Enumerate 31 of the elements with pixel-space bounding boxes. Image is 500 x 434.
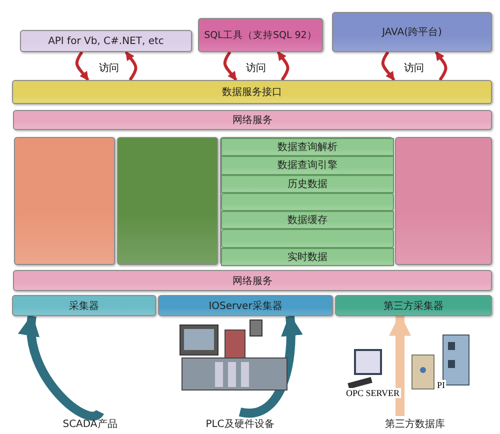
collector-box: 采集器 — [12, 295, 156, 316]
network-bar: 网络服务 — [13, 110, 492, 130]
arrow — [389, 314, 411, 416]
table-row — [221, 229, 394, 248]
caption-text: PLC及硬件设备 — [190, 416, 290, 432]
table-row — [221, 192, 394, 212]
edge-label: 访问 — [98, 61, 120, 75]
table-row: 实时数据 — [221, 248, 394, 266]
edge-label: 访问 — [403, 61, 425, 75]
module-panel — [220, 137, 393, 265]
module-box — [395, 137, 492, 265]
collector-box: IOServer采集器 — [158, 295, 333, 316]
caption-text: SCADA产品 — [50, 416, 130, 432]
arrow — [239, 314, 302, 418]
table-row: 数据查询解析 — [221, 138, 394, 156]
table-row: 数据查询引擎 — [221, 156, 394, 175]
java-box: JAVA(跨平台) — [332, 12, 492, 52]
table-row: 历史数据 — [221, 174, 394, 193]
device-label: OPC SERVER — [345, 388, 401, 398]
api-box: API for Vb, C#.NET, etc — [20, 30, 192, 52]
module-box — [14, 137, 115, 265]
interface-bar: 数据服务接口 — [12, 80, 492, 104]
device-label: PI — [436, 380, 446, 390]
network-bar: 网络服务 — [13, 270, 492, 291]
sql-tool-box: SQL工具（支持SQL 92） — [198, 18, 323, 52]
caption-text: 第三方数据库 — [375, 416, 455, 432]
arrow — [20, 314, 104, 420]
module-box — [117, 137, 218, 265]
collector-box: 第三方采集器 — [335, 295, 492, 316]
table-row: 数据缓存 — [221, 211, 394, 230]
edge-label: 访问 — [245, 61, 267, 75]
